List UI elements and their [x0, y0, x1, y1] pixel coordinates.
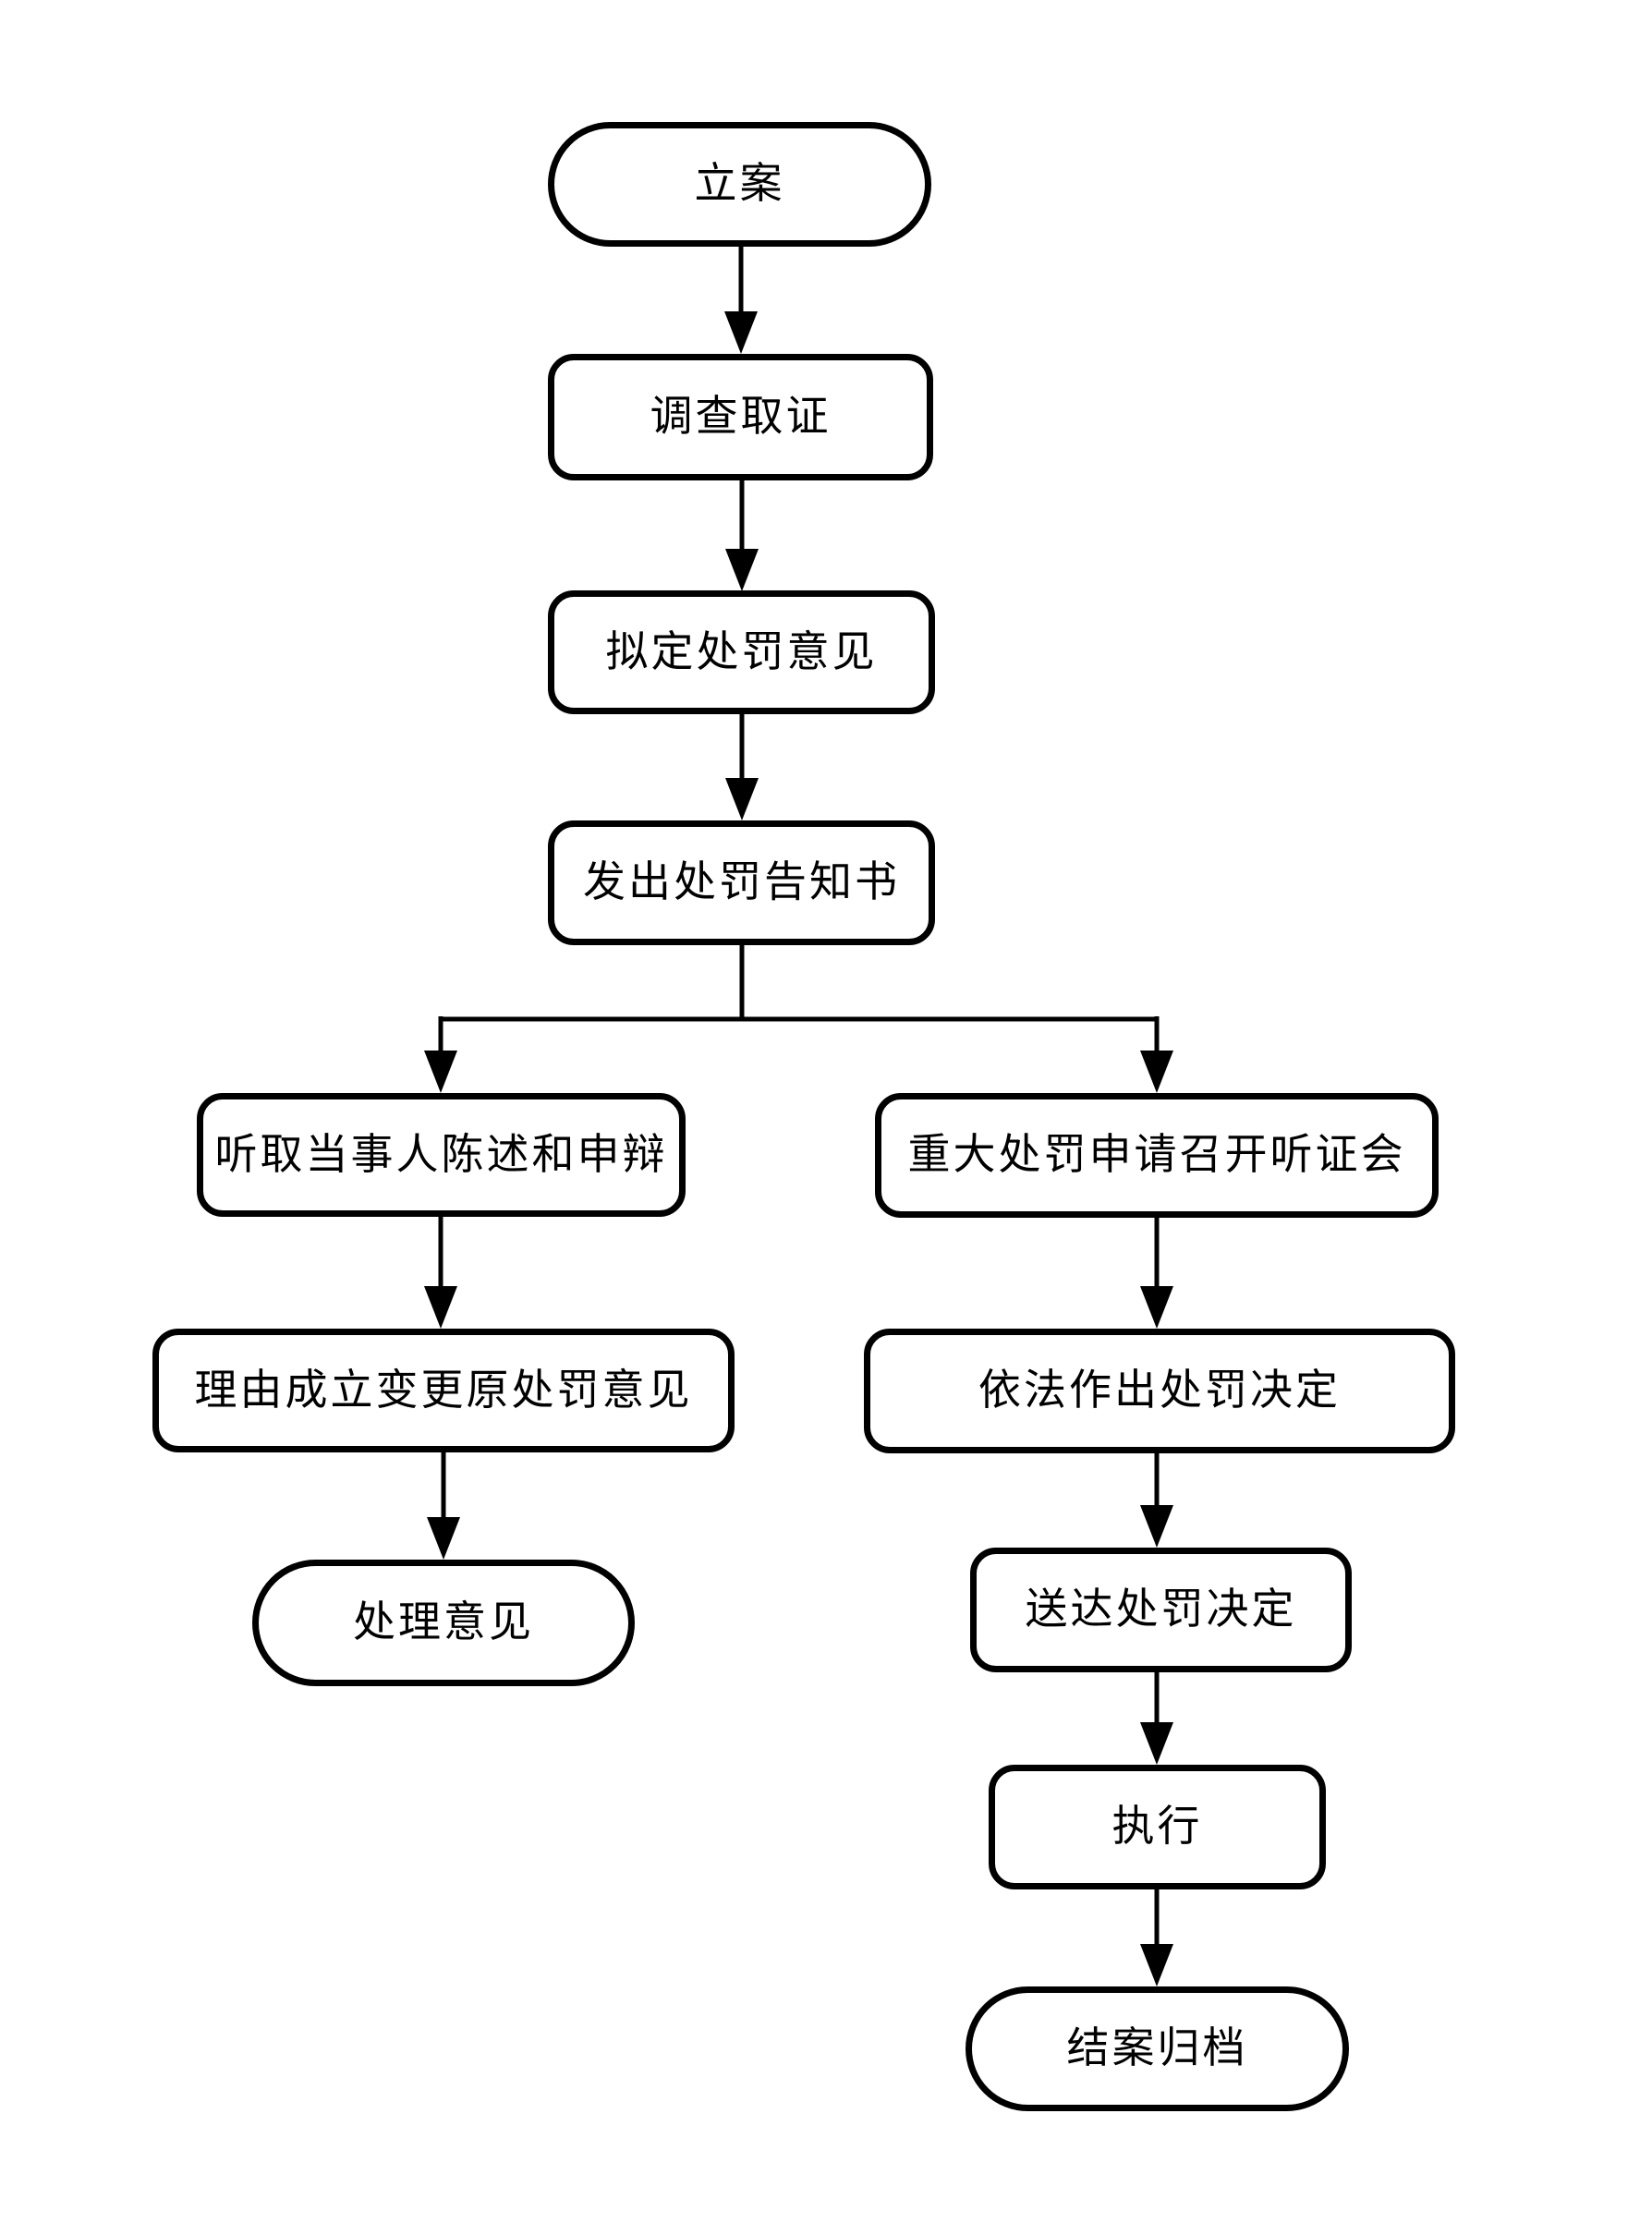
node-draft-penalty-opinion-label: 拟定处罚意见 — [605, 627, 878, 675]
node-handling-opinion-label: 处理意见 — [353, 1598, 534, 1646]
edge-decide-deliver — [1140, 1453, 1173, 1548]
edge-draft-notify — [725, 714, 759, 820]
edge-revise-opinion — [427, 1452, 460, 1560]
edge-hearing-decide — [1140, 1218, 1173, 1329]
edge-start-investigate — [724, 247, 758, 354]
node-case-filing-label: 立案 — [694, 160, 785, 208]
node-major-penalty-hearing: 重大处罚申请召开听证会 — [875, 1093, 1439, 1218]
node-case-filing: 立案 — [548, 122, 931, 247]
node-investigate-evidence: 调查取证 — [548, 354, 933, 480]
node-execute: 执行 — [989, 1765, 1326, 1889]
node-deliver-penalty-decision: 送达处罚决定 — [970, 1548, 1352, 1672]
node-revise-original-opinion-label: 理由成立变更原处罚意见 — [194, 1366, 693, 1414]
node-hear-statement-defense-label: 听取当事人陈述和申辩 — [214, 1130, 668, 1178]
node-close-and-archive: 结案归档 — [966, 1986, 1349, 2111]
node-draft-penalty-opinion: 拟定处罚意见 — [548, 590, 935, 714]
edge-notify-branch — [441, 945, 1157, 1022]
edge-branch-hear — [424, 1016, 457, 1093]
node-revise-original-opinion: 理由成立变更原处罚意见 — [152, 1329, 735, 1452]
edge-execute-archive — [1140, 1889, 1173, 1986]
node-make-penalty-decision-label: 依法作出处罚决定 — [978, 1367, 1341, 1415]
node-make-penalty-decision: 依法作出处罚决定 — [864, 1329, 1455, 1453]
edge-investigate-draft — [725, 480, 759, 591]
node-handling-opinion: 处理意见 — [252, 1560, 635, 1686]
edge-hear-revise — [424, 1217, 457, 1329]
edge-branch-hearing — [1140, 1016, 1173, 1093]
node-close-and-archive-label: 结案归档 — [1066, 2024, 1248, 2072]
node-issue-penalty-notice-label: 发出处罚告知书 — [583, 858, 900, 906]
node-major-penalty-hearing-label: 重大处罚申请召开听证会 — [907, 1131, 1406, 1179]
edge-deliver-execute — [1140, 1672, 1173, 1765]
node-deliver-penalty-decision-label: 送达处罚决定 — [1025, 1585, 1297, 1634]
node-investigate-evidence-label: 调查取证 — [650, 393, 832, 441]
node-issue-penalty-notice: 发出处罚告知书 — [548, 820, 935, 945]
node-hear-statement-defense: 听取当事人陈述和申辩 — [197, 1093, 686, 1217]
node-execute-label: 执行 — [1111, 1803, 1203, 1851]
